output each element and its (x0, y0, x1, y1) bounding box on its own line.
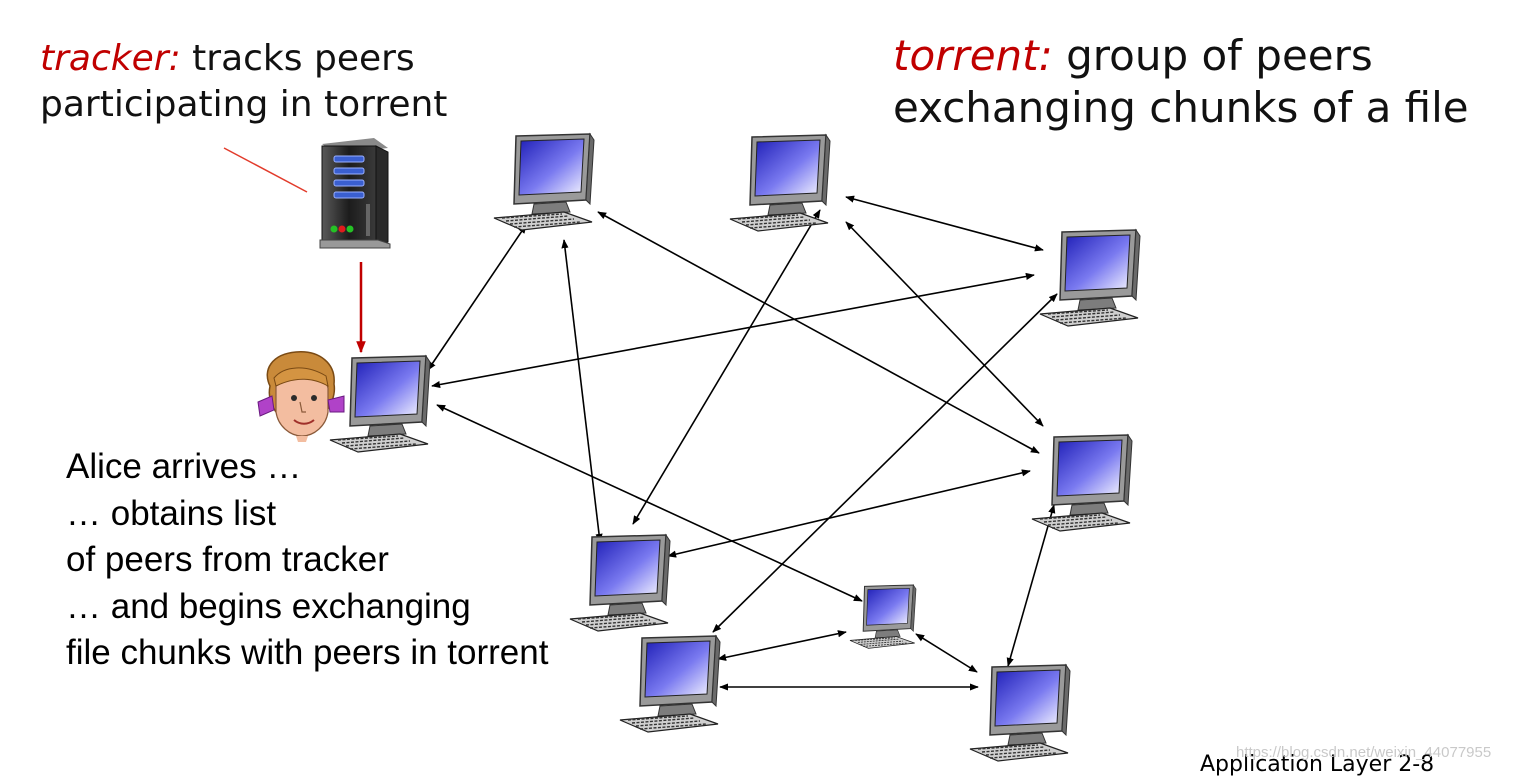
peer-link (717, 630, 847, 661)
alice-description: Alice arrives … … obtains list of peers … (66, 444, 548, 677)
peer-link (431, 272, 1035, 389)
computer-icon (969, 664, 1071, 762)
peer-link (561, 239, 603, 543)
alice-line: file chunks with peers in torrent (66, 633, 549, 672)
tracker-definition: tracker: tracks peers participating in t… (40, 36, 447, 128)
alice-line: of peers from tracker (66, 540, 389, 579)
alice-line: Alice arrives … (66, 447, 302, 486)
slide-footer: Application Layer 2-8 (1200, 752, 1435, 777)
tracker-pointer-line (223, 147, 308, 193)
peer-link (915, 633, 978, 673)
alice-avatar (257, 351, 345, 442)
tracker-desc-line1: tracks peers (180, 38, 415, 79)
peer-link (845, 195, 1044, 252)
computer-icon (329, 355, 431, 453)
peer-link (667, 469, 1031, 558)
computer-icon (849, 584, 917, 649)
peer-link (632, 209, 821, 525)
watermark: https://blog.csdn.net/weixin_44077955 (1236, 744, 1492, 761)
alice-line: … obtains list (66, 493, 277, 533)
tracker-desc-line2: participating in torrent (40, 84, 448, 125)
peer-link (597, 211, 1040, 454)
torrent-desc-line1: group of peers (1052, 31, 1373, 80)
torrent-definition: torrent: group of peers exchanging chunk… (893, 30, 1469, 134)
computer-icon (493, 133, 595, 231)
torrent-desc-line2: exchanging chunks of a file (893, 83, 1469, 132)
computer-icon (1031, 434, 1133, 532)
computer-icon (619, 635, 721, 733)
peer-link (712, 293, 1058, 633)
peer-links (427, 195, 1058, 691)
computer-icon (1039, 229, 1141, 327)
peer-link (1006, 504, 1056, 667)
peer-link (845, 221, 1044, 427)
computer-icon (569, 534, 671, 632)
peer-link (427, 224, 527, 371)
server-icon (319, 138, 391, 249)
tracker-term: tracker: (40, 38, 181, 79)
computer-icon (729, 134, 831, 232)
torrent-term: torrent: (893, 31, 1053, 80)
alice-line: … and begins exchanging (66, 586, 471, 626)
